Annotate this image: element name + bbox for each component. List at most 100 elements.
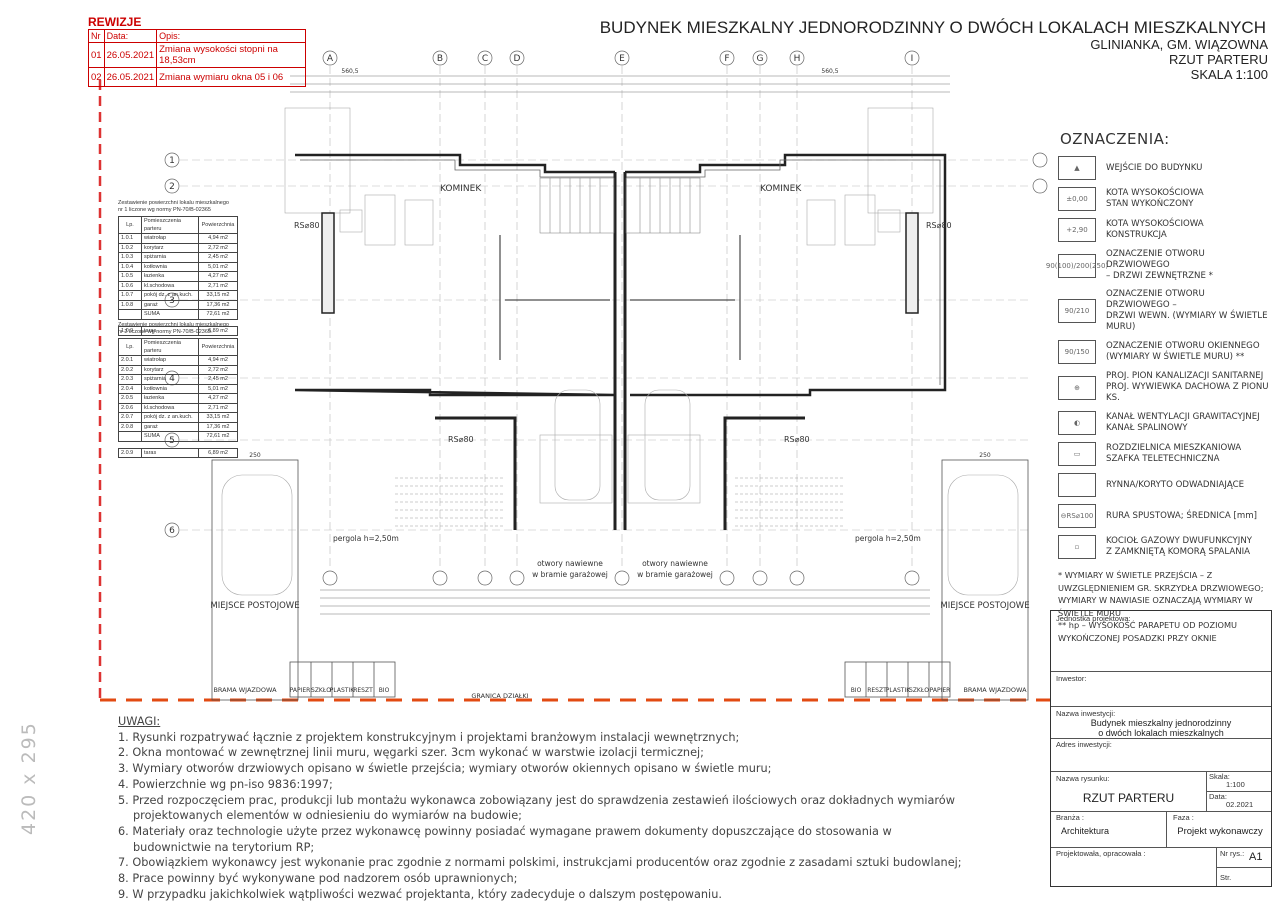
revision-nr: 02	[88, 67, 105, 87]
svg-text:KOMINEK: KOMINEK	[440, 184, 482, 194]
notes: UWAGI: 1. Rysunki rozpatrywać łącznie z …	[118, 714, 973, 902]
legend-title: OZNACZENIA:	[1060, 130, 1170, 148]
level-finished-icon: ±0,00	[1058, 187, 1096, 211]
svg-text:250: 250	[249, 452, 261, 459]
table-header: Powierzchnia	[198, 338, 238, 356]
table-cell: 1.0.3	[118, 252, 142, 263]
legend-label: KONSTRUKCJA	[1106, 230, 1167, 240]
revision-desc: Zmiana wymiaru okna 05 i 06	[156, 67, 306, 87]
exterior-door-icon: 90(100)/200(250)	[1046, 253, 1108, 278]
furniture	[221, 194, 1019, 596]
legend-label: KANAŁ SPALINOWY	[1106, 423, 1188, 433]
table-cell: 2.0.6	[118, 402, 142, 413]
phase-label: Faza :	[1173, 813, 1194, 822]
table-caption: Zestawienie powierzchni lokalu mieszkaln…	[118, 322, 229, 328]
legend-item: 90/150 OZNACZENIE OTWORU OKIENNEGO(WYMIA…	[1058, 340, 1270, 364]
area-table-unit-2: Zestawienie powierzchni lokalu mieszkaln…	[118, 322, 238, 458]
legend-note-1: * WYMIARY W ŚWIETLE PRZEJŚCIA – Z UWZGLĘ…	[1058, 570, 1264, 618]
note-item: 5. Przed rozpoczęciem prac, produkcji lu…	[118, 793, 955, 823]
legend-label: PROJ. PION KANALIZACJI SANITARNEJ	[1106, 371, 1264, 381]
date-label: Data:	[1209, 792, 1227, 801]
table-cell: 1.0.2	[118, 242, 142, 253]
svg-text:pergola h=2,50m: pergola h=2,50m	[333, 534, 399, 543]
col-date: Data:	[103, 29, 158, 43]
branch-value: Architektura	[1061, 826, 1110, 836]
address-label: Adres inwestycji:	[1056, 740, 1112, 749]
legend-label: ROZDZIELNICA MIESZKANIOWA	[1106, 443, 1242, 453]
axis-grid	[180, 66, 1030, 570]
table-cell: 2,45 m2	[198, 374, 238, 385]
legend-label: OZNACZENIE OTWORU OKIENNEGO	[1106, 341, 1260, 351]
table-cell: 2,72 m2	[198, 364, 238, 375]
table-cell	[118, 431, 142, 442]
table-cell: 33,15 m2	[198, 412, 238, 423]
table-cell: 17,36 m2	[198, 421, 238, 432]
table-cell: 4,27 m2	[198, 271, 238, 282]
svg-text:I: I	[911, 54, 914, 64]
table-cell: spiżarnia	[141, 252, 199, 263]
legend-item: 90/210 OZNACZENIE OTWORU DRZWIOWEGO –DRZ…	[1058, 289, 1270, 333]
table-header: Powierzchnia	[198, 216, 238, 234]
legend-label: KOTA WYSOKOŚCIOWA	[1106, 188, 1204, 198]
table-cell: 1.0.4	[118, 261, 142, 272]
revision-date: 26.05.2021	[103, 67, 158, 87]
revisions-header-row: Nr Data: Opis:	[88, 29, 306, 43]
svg-text:6: 6	[169, 526, 175, 536]
col-nr: Nr	[88, 29, 105, 43]
svg-text:560,5: 560,5	[821, 68, 838, 75]
svg-text:2: 2	[169, 182, 175, 192]
svg-text:KOMINEK: KOMINEK	[760, 184, 802, 194]
table-caption: nr 2 liczone wg normy PN-70/B-02365	[118, 329, 211, 335]
table-cell: kl.schodowa	[141, 280, 199, 291]
table-cell: 4,94 m2	[198, 233, 238, 244]
legend-label: OZNACZENIE OTWORU DRZWIOWEGO –	[1106, 289, 1205, 310]
dimension-lines	[290, 75, 950, 615]
legend-item: RYNNA/KORYTO ODWADNIAJĄCE	[1058, 473, 1270, 497]
revisions-table: REWIZJE Nr Data: Opis: 01 26.05.2021 Zmi…	[88, 15, 306, 87]
table-cell: 2.0.1	[118, 355, 142, 366]
legend-note-2: ** hp – WYSOKOŚĆ PARAPETU OD POZIOMU WYK…	[1058, 620, 1238, 643]
svg-text:BIO: BIO	[379, 687, 390, 694]
svg-text:5: 5	[169, 436, 175, 446]
table-cell: 2.0.3	[118, 374, 142, 385]
investment-name: Budynek mieszkalny jednorodzinny	[1090, 718, 1232, 728]
table-cell: kotłownia	[141, 383, 199, 394]
legend-item: ⊖RS⌀100 RURA SPUSTOWA; ŚREDNICA [mm]	[1058, 504, 1270, 528]
note-item: 1. Rysunki rozpatrywać łącznie z projekt…	[118, 730, 740, 744]
note-item: 6. Materiały oraz technologie użyte prze…	[118, 824, 892, 854]
legend-label: WEJŚCIE DO BUDYNKU	[1106, 162, 1203, 173]
legend-label: Z ZAMKNIĘTĄ KOMORĄ SPALANIA	[1106, 547, 1251, 557]
table-cell: 2.0.8	[118, 421, 142, 432]
svg-text:BIO: BIO	[851, 687, 862, 694]
note-item: 8. Prace powinny być wykonywane pod nadz…	[118, 872, 518, 886]
svg-text:1: 1	[169, 156, 175, 166]
table-cell: 1.0.5	[118, 271, 142, 282]
revisions-title: REWIZJE	[88, 15, 142, 29]
table-cell: 72,61 m2	[198, 309, 238, 320]
table-cell: wiatrołap	[141, 233, 199, 244]
table-cell: 1.0.8	[118, 299, 142, 310]
svg-text:BRAMA WJAZDOWA: BRAMA WJAZDOWA	[213, 686, 277, 694]
svg-text:SZKŁO: SZKŁO	[311, 687, 331, 694]
svg-text:PLASTIK: PLASTIK	[886, 687, 911, 694]
svg-text:RS⌀80: RS⌀80	[294, 221, 320, 230]
entrance-triangle-icon: ▲	[1058, 156, 1096, 180]
number-value: A1	[1249, 851, 1263, 863]
distribution-board-icon: ▭	[1058, 442, 1096, 466]
table-cell: kotłownia	[141, 261, 199, 272]
table-cell: garaż	[141, 299, 199, 310]
legend-label: SZAFKA TELETECHNICZNA	[1106, 454, 1220, 464]
table-cell: 2.0.7	[118, 412, 142, 423]
